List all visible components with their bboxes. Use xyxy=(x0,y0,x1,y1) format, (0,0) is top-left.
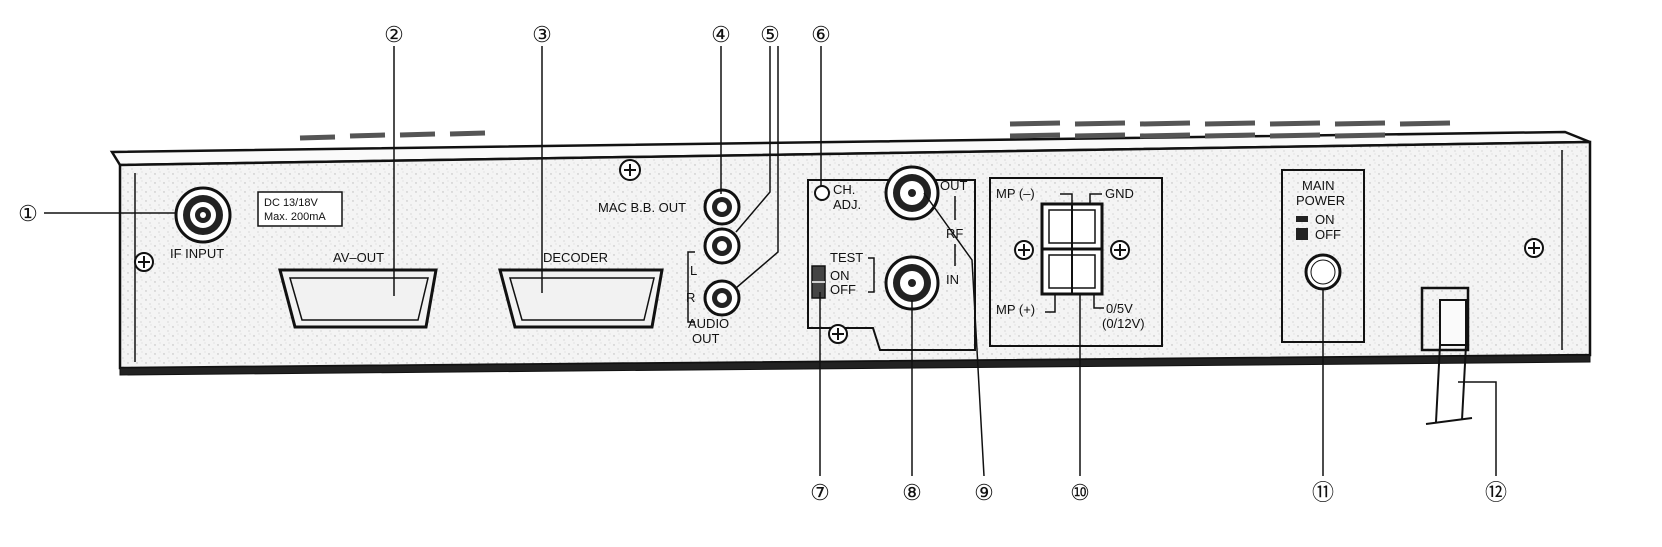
rf-panel-screw xyxy=(828,324,848,344)
terminal-screw-left xyxy=(1014,240,1034,260)
test-off-label: OFF xyxy=(830,282,856,297)
callout-7: ⑦ xyxy=(810,480,830,505)
terminal-block xyxy=(1040,202,1104,296)
adj-label: ADJ. xyxy=(833,197,861,212)
callout-2: ② xyxy=(384,22,404,47)
max-current-text: Max. 200mA xyxy=(264,211,326,223)
audio-l-label: L xyxy=(690,263,697,278)
if-input-label: IF INPUT xyxy=(170,246,224,261)
v05-label: 0/5V xyxy=(1106,301,1133,316)
callout-10: ⑩ xyxy=(1070,480,1090,505)
mac-bb-out-jack xyxy=(703,188,741,226)
v012-label: (0/12V) xyxy=(1102,316,1145,331)
callout-5: ⑤ xyxy=(760,22,780,47)
test-on-label: ON xyxy=(830,268,850,283)
audio-out-r-jack xyxy=(703,279,741,317)
power-on-label: ON xyxy=(1315,212,1335,227)
mp-minus-label: MP (–) xyxy=(996,186,1035,201)
panel-screw-right xyxy=(1524,238,1544,258)
audio-r-label: R xyxy=(686,290,695,305)
callout-1: ① xyxy=(18,201,38,226)
callout-6: ⑥ xyxy=(811,22,831,47)
mp-plus-label: MP (+) xyxy=(996,302,1035,317)
mac-bb-out-label: MAC B.B. OUT xyxy=(598,200,686,215)
gnd-label: GND xyxy=(1105,186,1134,201)
panel-screw-left xyxy=(134,252,154,272)
callout-8: ⑧ xyxy=(902,480,922,505)
main-power-button xyxy=(1304,253,1342,291)
av-out-scart-connector xyxy=(278,268,438,329)
chassis-top xyxy=(109,120,1591,167)
callout-4: ④ xyxy=(711,22,731,47)
power-cord xyxy=(1420,286,1473,425)
leader-lines xyxy=(44,46,1497,477)
test-label: TEST xyxy=(830,250,863,265)
rf-in-label: IN xyxy=(946,272,959,287)
rf-out-label: OUT xyxy=(940,178,968,193)
callout-11: ⑪ xyxy=(1312,480,1334,505)
rf-out-connector xyxy=(884,165,940,221)
av-out-label: AV–OUT xyxy=(333,250,384,265)
ch-label: CH. xyxy=(833,182,855,197)
dc-rating-box xyxy=(257,191,343,227)
rf-panel-box xyxy=(807,179,976,351)
audio-label: AUDIO xyxy=(688,316,729,331)
ch-adj-knob xyxy=(814,185,830,201)
callout-9: ⑨ xyxy=(974,480,994,505)
audio-out-label: OUT xyxy=(692,331,720,346)
decoder-label: DECODER xyxy=(543,250,608,265)
callout-12: ⑫ xyxy=(1485,480,1507,505)
power-off-symbol xyxy=(1296,228,1308,240)
callout-3: ③ xyxy=(532,22,552,47)
power-label: POWER xyxy=(1296,193,1345,208)
power-on-symbol xyxy=(1296,216,1308,222)
terminal-screw-right xyxy=(1110,240,1130,260)
panel-screw-top xyxy=(619,159,641,181)
main-label: MAIN xyxy=(1302,178,1335,193)
dc-rating-text: DC 13/18V xyxy=(264,197,318,209)
callouts: ① ② ③ ④ ⑤ ⑥ ⑦ ⑧ ⑨ ⑩ ⑪ ⑫ xyxy=(18,22,1507,505)
audio-out-l-jack xyxy=(703,227,741,265)
decoder-scart-connector xyxy=(498,268,664,329)
power-off-label: OFF xyxy=(1315,227,1341,242)
back-panel xyxy=(118,140,1592,376)
if-input-connector xyxy=(174,186,232,244)
terminal-panel-box xyxy=(989,177,1163,347)
